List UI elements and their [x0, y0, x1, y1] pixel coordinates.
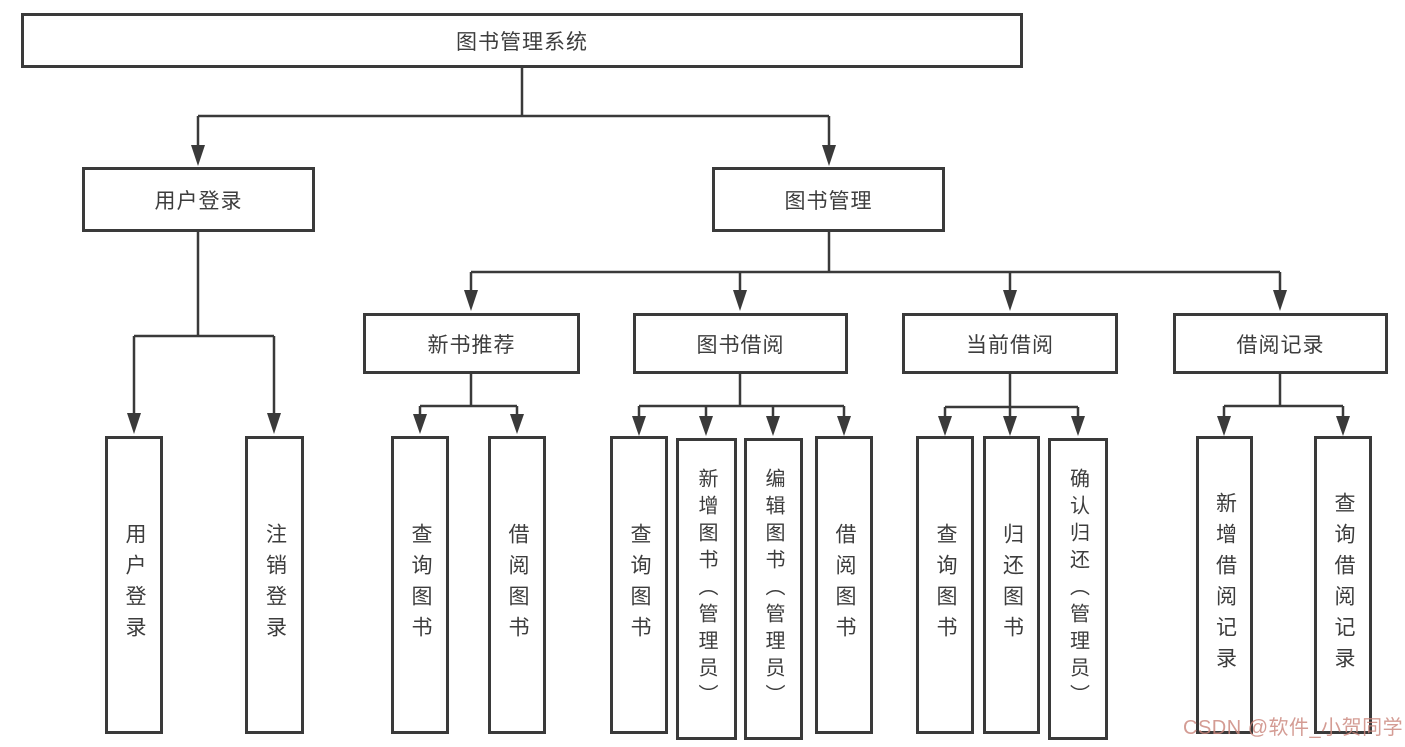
edges-current-borrow: [938, 374, 1085, 436]
node-new-book-recommend: 新书推荐: [363, 313, 580, 374]
leaf-query-book: 查询图书: [610, 436, 668, 734]
leaf-user-login: 用户登录: [105, 436, 163, 734]
edges-user-login: [127, 232, 281, 434]
node-current-borrow: 当前借阅: [902, 313, 1118, 374]
edges-book-borrow: [632, 374, 851, 436]
node-book-borrow: 图书借阅: [633, 313, 848, 374]
leaf-return-book: 归还图书: [983, 436, 1040, 734]
edges-book-management: [464, 232, 1287, 311]
leaf-query-borrow-record: 查询借阅记录: [1314, 436, 1372, 734]
leaf-borrow-book: 借阅图书: [815, 436, 873, 734]
leaf-logout: 注销登录: [245, 436, 304, 734]
edges-borrow-record: [1217, 374, 1350, 436]
node-root: 图书管理系统: [21, 13, 1023, 68]
leaf-borrow-book: 借阅图书: [488, 436, 546, 734]
node-book-management: 图书管理: [712, 167, 945, 232]
leaf-add-borrow-record: 新增借阅记录: [1196, 436, 1253, 734]
csdn-watermark: CSDN @软件_小贺同学: [1183, 717, 1404, 739]
leaf-confirm-return-admin: 确认归还（管理员）: [1048, 438, 1108, 740]
edges-root: [191, 68, 836, 166]
leaf-query-book: 查询图书: [916, 436, 974, 734]
leaf-add-book-admin: 新增图书（管理员）: [676, 438, 737, 740]
leaf-query-book: 查询图书: [391, 436, 449, 734]
node-borrow-record: 借阅记录: [1173, 313, 1388, 374]
node-user-login: 用户登录: [82, 167, 315, 232]
edges-new-book-recommend: [413, 374, 524, 434]
leaf-edit-book-admin: 编辑图书（管理员）: [744, 438, 803, 740]
